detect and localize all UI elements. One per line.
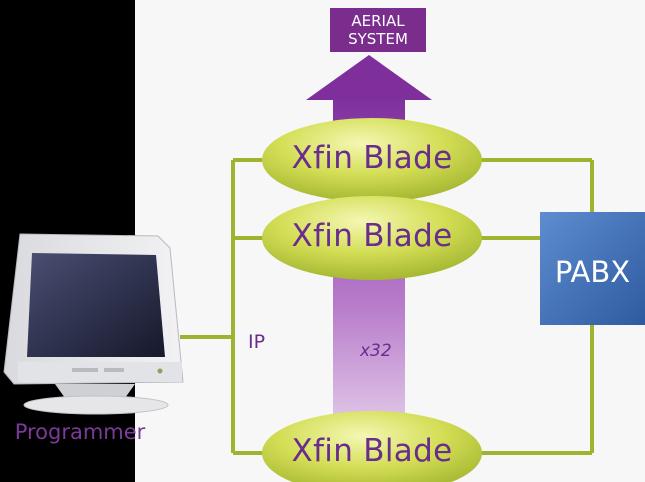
aerial-line-1: AERIAL (351, 12, 405, 30)
multiplier-label: x32 (360, 341, 392, 361)
xfin-blade-1-label: Xfin Blade (291, 140, 453, 176)
xfin-blade-2 (262, 196, 482, 280)
xfin-blade-3 (262, 411, 482, 482)
programmer-label: Programmer (14, 420, 146, 444)
pabx-label: PABX (554, 255, 631, 289)
xfin-blade-1 (262, 118, 482, 202)
aerial-line-2: SYSTEM (348, 30, 408, 48)
aerial-system-box: AERIAL SYSTEM (330, 8, 426, 52)
xfin-blade-3-label: Xfin Blade (291, 433, 453, 469)
connection-lines (180, 158, 594, 455)
computer-monitor-icon (3, 233, 184, 415)
ip-label: IP (248, 331, 266, 353)
pabx-box (540, 212, 645, 325)
xfin-blade-2-label: Xfin Blade (291, 218, 453, 254)
